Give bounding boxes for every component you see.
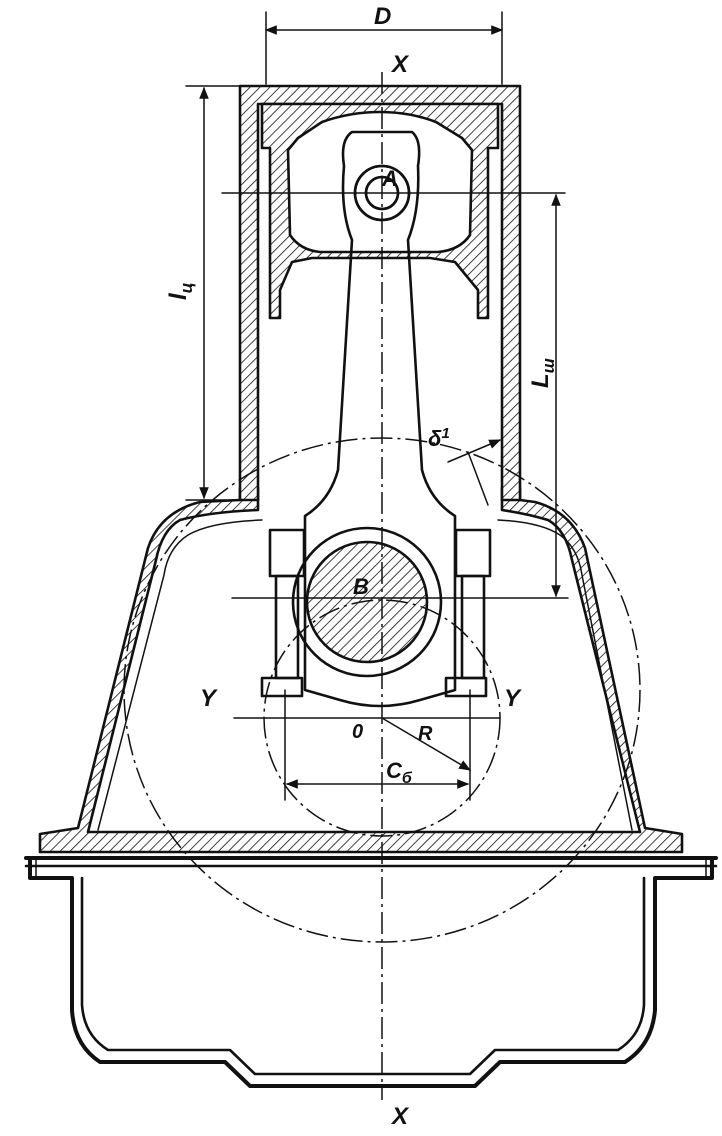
point-b-label: B bbox=[353, 574, 369, 599]
dimension-radius bbox=[381, 717, 472, 771]
crankpin bbox=[291, 526, 443, 678]
rod-length-label: Lш bbox=[527, 358, 558, 388]
bolt-spacing-symbol: C bbox=[386, 758, 403, 783]
radius-label: R bbox=[418, 723, 433, 745]
dimension-bolt-spacing bbox=[284, 689, 471, 801]
rod-bolt-left bbox=[260, 528, 306, 698]
dimension-d bbox=[264, 11, 504, 85]
dimension-piston-length bbox=[185, 85, 241, 501]
svg-text:Lш: Lш bbox=[527, 358, 558, 388]
clearance-label: δ1 bbox=[428, 425, 450, 451]
cylinder bbox=[238, 84, 522, 502]
axis-y-right-label: Y bbox=[504, 685, 522, 712]
center-lines bbox=[221, 72, 569, 1100]
diameter-label: D bbox=[374, 3, 391, 30]
rod-length-symbol: L bbox=[527, 373, 554, 388]
rod-bolt-right bbox=[444, 528, 492, 698]
svg-text:lц: lц bbox=[165, 282, 196, 300]
point-a-label: A bbox=[381, 166, 398, 191]
piston bbox=[260, 102, 500, 320]
bolt-spacing-subscript: б bbox=[402, 770, 413, 787]
axis-x-bottom-label: X bbox=[390, 1103, 410, 1130]
axis-x-top-label: X bbox=[390, 51, 410, 78]
oil-pan bbox=[24, 856, 718, 1088]
dimension-clearance bbox=[447, 439, 502, 506]
axis-y-left-label: Y bbox=[200, 685, 218, 712]
clearance-subscript: 1 bbox=[441, 425, 449, 442]
clearance-symbol: δ bbox=[428, 426, 442, 451]
bolt-spacing-label: Cб bbox=[386, 758, 413, 787]
piston-length-symbol: l bbox=[165, 292, 192, 300]
piston-length-subscript: ц bbox=[177, 282, 196, 293]
rod-length-subscript: ш bbox=[539, 358, 558, 373]
piston-length-label: lц bbox=[165, 282, 196, 300]
origin-label: 0 bbox=[352, 721, 363, 743]
